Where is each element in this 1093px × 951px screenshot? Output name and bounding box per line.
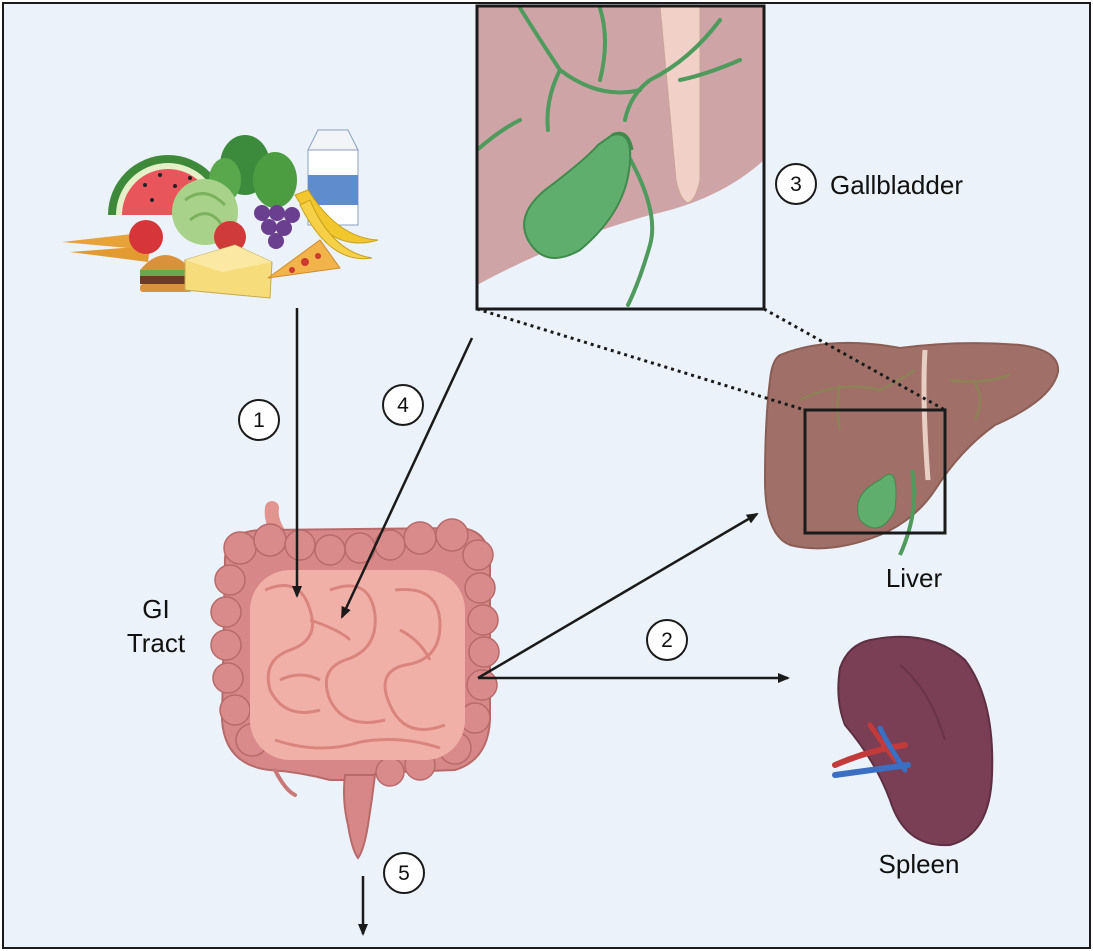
liver-label: Liver — [886, 563, 943, 593]
step-1-marker: 1 — [239, 400, 279, 440]
step-3-marker: 3 — [776, 164, 816, 204]
spleen-label: Spleen — [879, 849, 960, 879]
step-3-number: 3 — [790, 173, 802, 196]
step-1-number: 1 — [253, 409, 265, 432]
gallbladder-icon — [477, 6, 764, 309]
gi-tract-label-line1: GI — [142, 594, 169, 624]
step-4-number: 4 — [397, 394, 409, 417]
step-5-marker: 5 — [384, 853, 424, 893]
gallbladder-label: Gallbladder — [830, 170, 963, 200]
step-4-marker: 4 — [383, 385, 423, 425]
step-2-number: 2 — [661, 629, 673, 652]
step-2-marker: 2 — [647, 620, 687, 660]
gi-tract-label-line2: Tract — [127, 628, 186, 658]
step-5-number: 5 — [398, 862, 410, 885]
